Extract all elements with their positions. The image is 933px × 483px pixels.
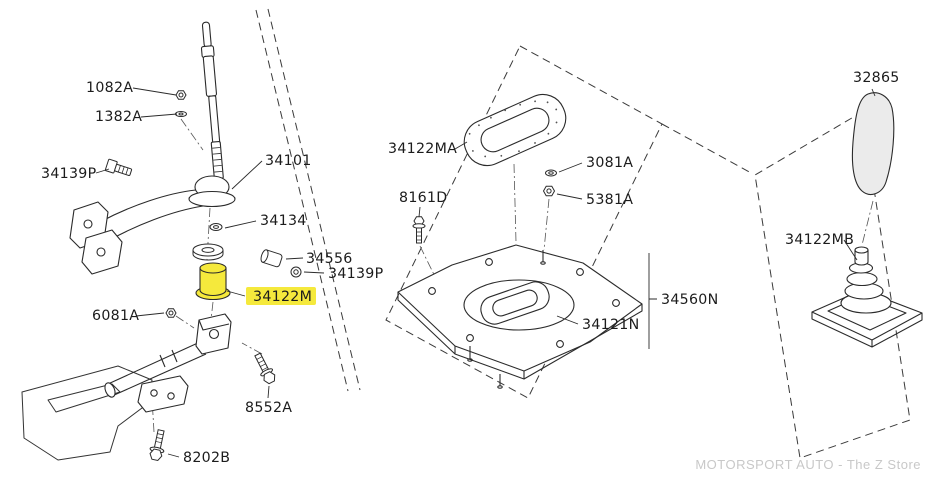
insulator-34122ma-drawing bbox=[463, 93, 567, 167]
part-label-34556: 34556 bbox=[306, 251, 353, 267]
nut-5381a-drawing bbox=[542, 185, 556, 197]
bolt-8552a-drawing bbox=[254, 352, 276, 385]
bolt-8202b-drawing bbox=[149, 429, 165, 462]
nut-6081a-drawing bbox=[165, 308, 177, 318]
bolt-8161d-drawing bbox=[412, 216, 426, 244]
highlight-box-34122m bbox=[246, 287, 316, 305]
part-label-3081a: 3081A bbox=[586, 155, 633, 171]
washer-34134-drawing bbox=[209, 223, 223, 231]
part-label-34560n: 34560N bbox=[661, 292, 719, 308]
part-label-34139p-left: 34139P bbox=[41, 166, 97, 182]
part-label-1382a: 1382A bbox=[95, 109, 142, 125]
bushing-34122m-drawing bbox=[195, 262, 231, 301]
part-label-34121n: 34121N bbox=[582, 317, 640, 333]
control-rod-drawing bbox=[104, 341, 207, 398]
part-label-1082a: 1082A bbox=[86, 80, 133, 96]
part-label-8202b: 8202B bbox=[183, 450, 230, 466]
pin-34556-drawing bbox=[260, 249, 283, 268]
washer-34139p-mid-drawing bbox=[290, 266, 302, 278]
part-label-34134: 34134 bbox=[260, 213, 307, 229]
part-label-34122m: 34122M bbox=[253, 289, 312, 305]
part-label-8161d: 8161D bbox=[399, 190, 448, 206]
floor-bracket-drawing bbox=[21, 365, 153, 461]
watermark: MOTORSPORT AUTO - The Z Store bbox=[695, 457, 921, 472]
part-label-32865: 32865 bbox=[853, 70, 900, 86]
part-label-34139p-mid: 34139P bbox=[328, 266, 384, 282]
seat-washer-drawing bbox=[192, 243, 224, 261]
bolt-34139p-left-drawing bbox=[104, 158, 133, 177]
section-panel-lines bbox=[255, 8, 911, 459]
mount-plate-drawing bbox=[137, 375, 189, 413]
part-labels: 1082A 1382A 34139P 34101 34134 34556 341… bbox=[41, 70, 900, 466]
part-label-6081a: 6081A bbox=[92, 308, 139, 324]
knob-32865-drawing bbox=[851, 92, 895, 195]
leader-lines bbox=[95, 87, 876, 458]
part-label-34101: 34101 bbox=[265, 153, 312, 169]
part-label-34122ma: 34122MA bbox=[388, 141, 457, 157]
clevis-bracket-drawing bbox=[195, 313, 232, 355]
base-plate-drawing bbox=[397, 244, 643, 389]
washer-3081a-drawing bbox=[545, 169, 557, 177]
axis-center-lines bbox=[151, 118, 874, 433]
shift-lever-drawing bbox=[188, 21, 236, 208]
top-hardware-drawing bbox=[104, 90, 187, 177]
part-label-8552a: 8552A bbox=[245, 400, 292, 416]
part-label-5381a: 5381A bbox=[586, 192, 633, 208]
boot-34122mb-drawing bbox=[811, 246, 923, 348]
pivot-arm-drawing bbox=[69, 189, 204, 275]
part-label-34122mb: 34122MB bbox=[785, 232, 854, 248]
